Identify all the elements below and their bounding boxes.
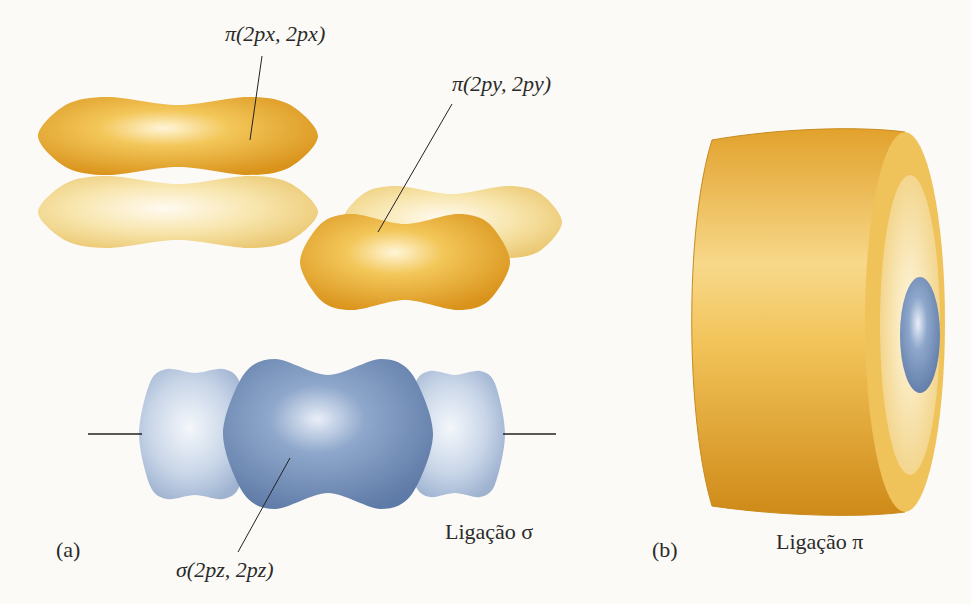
- panel-letter: (b): [652, 538, 678, 562]
- pi-y-front-lobe: [300, 214, 510, 310]
- pi-x-lower-lobe: [38, 176, 318, 248]
- bond-label: Ligação π: [776, 530, 863, 554]
- orbital-label: π(2py, 2py): [452, 72, 551, 96]
- leader-line: [250, 56, 262, 140]
- orbital-label: π(2px, 2px): [225, 22, 325, 46]
- leader-line: [238, 458, 290, 552]
- axis-line: [503, 433, 556, 435]
- orbital-label: σ(2pz, 2pz): [176, 558, 274, 582]
- panel-letter: (a): [56, 538, 80, 562]
- pi-x-upper-lobe: [38, 97, 318, 175]
- axis-line: [88, 433, 142, 435]
- bond-label: Ligação σ: [445, 520, 533, 544]
- leader-line: [378, 104, 452, 232]
- pi-bond-cylinder: [692, 129, 945, 516]
- sigma-central-lobe: [223, 359, 433, 509]
